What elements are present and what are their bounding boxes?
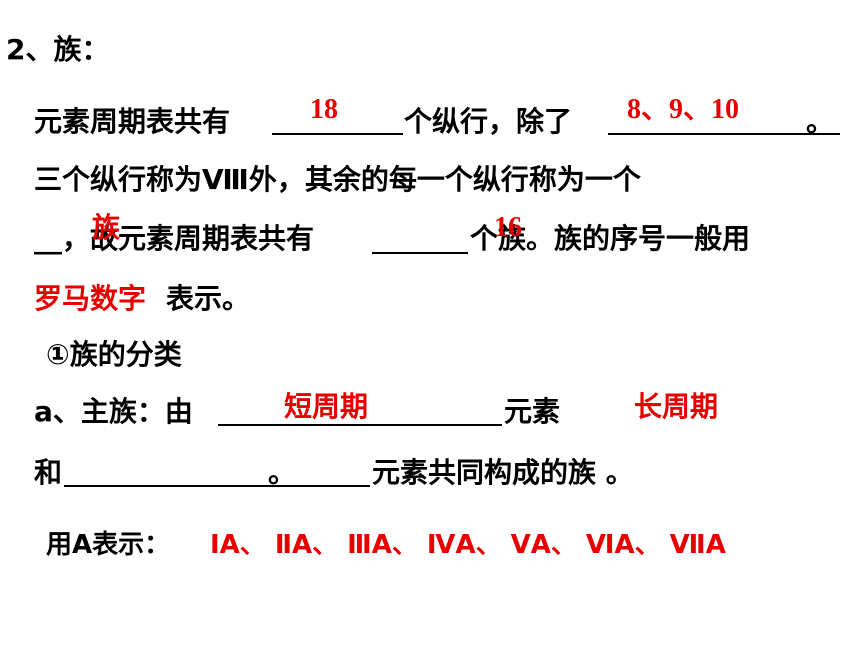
line3-blank-underscores: __	[34, 222, 62, 255]
line6-text-2: 元素	[504, 395, 561, 428]
line6-text-1: a、主族：由	[34, 395, 193, 428]
line6-blank	[218, 424, 502, 426]
line4-text: 表示。	[166, 282, 251, 315]
line1-period: 。	[806, 105, 835, 138]
answer-except-columns: 8、9、10	[627, 94, 740, 125]
answer-group-count: 16	[494, 212, 522, 243]
line7-text-1: 和	[34, 456, 63, 489]
line1-text-1: 元素周期表共有	[34, 105, 231, 138]
line7-text-2: 元素共同构成的族 。	[372, 456, 634, 489]
notation-label: 用A表示：	[46, 530, 171, 560]
line1-blank-1	[272, 133, 403, 135]
line7-blank	[64, 485, 370, 487]
line3-text-2: 个族。族的序号一般用	[470, 222, 751, 255]
answer-columns: 18	[310, 94, 338, 125]
answer-short-period: 短周期	[284, 390, 369, 423]
answer-group-notation: ⅠA、 ⅡA、 ⅢA、 ⅣA、 ⅤA、 ⅥA、 ⅦA	[210, 530, 726, 560]
classification-heading: ①族的分类	[46, 338, 182, 371]
answer-long-period: 长周期	[634, 390, 719, 423]
section-title: 2、族：	[6, 33, 110, 66]
line3-text-1: ，故元素周期表共有	[62, 222, 315, 255]
answer-roman-numerals: 罗马数字	[34, 282, 147, 315]
line1-text-2: 个纵行，除了	[404, 105, 573, 138]
line1-blank-2	[608, 133, 840, 135]
line2-text: 三个纵行称为Ⅷ外，其余的每一个纵行称为一个	[34, 163, 641, 196]
answer-group-term: 族	[92, 211, 121, 244]
line3-blank	[372, 252, 468, 254]
line7-dot: 。	[268, 456, 297, 489]
